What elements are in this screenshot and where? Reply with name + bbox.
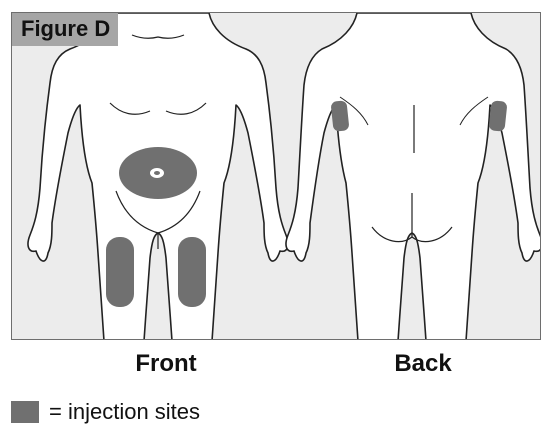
- injection-site-swatch: [11, 401, 39, 423]
- front-label: Front: [121, 350, 211, 378]
- front-left-thigh-site: [106, 237, 134, 307]
- front-right-thigh-site: [178, 237, 206, 307]
- legend-text: = injection sites: [49, 399, 200, 425]
- navel-center: [154, 171, 160, 175]
- back-left-arm-site: [330, 100, 349, 132]
- back-label: Back: [373, 350, 473, 378]
- legend: = injection sites: [11, 398, 200, 426]
- back-right-arm-site: [488, 100, 507, 132]
- figure-tag: Figure D: [12, 13, 118, 46]
- figure-panel: Figure D: [11, 12, 541, 340]
- body-diagram: [12, 13, 541, 340]
- back-body: [286, 13, 541, 340]
